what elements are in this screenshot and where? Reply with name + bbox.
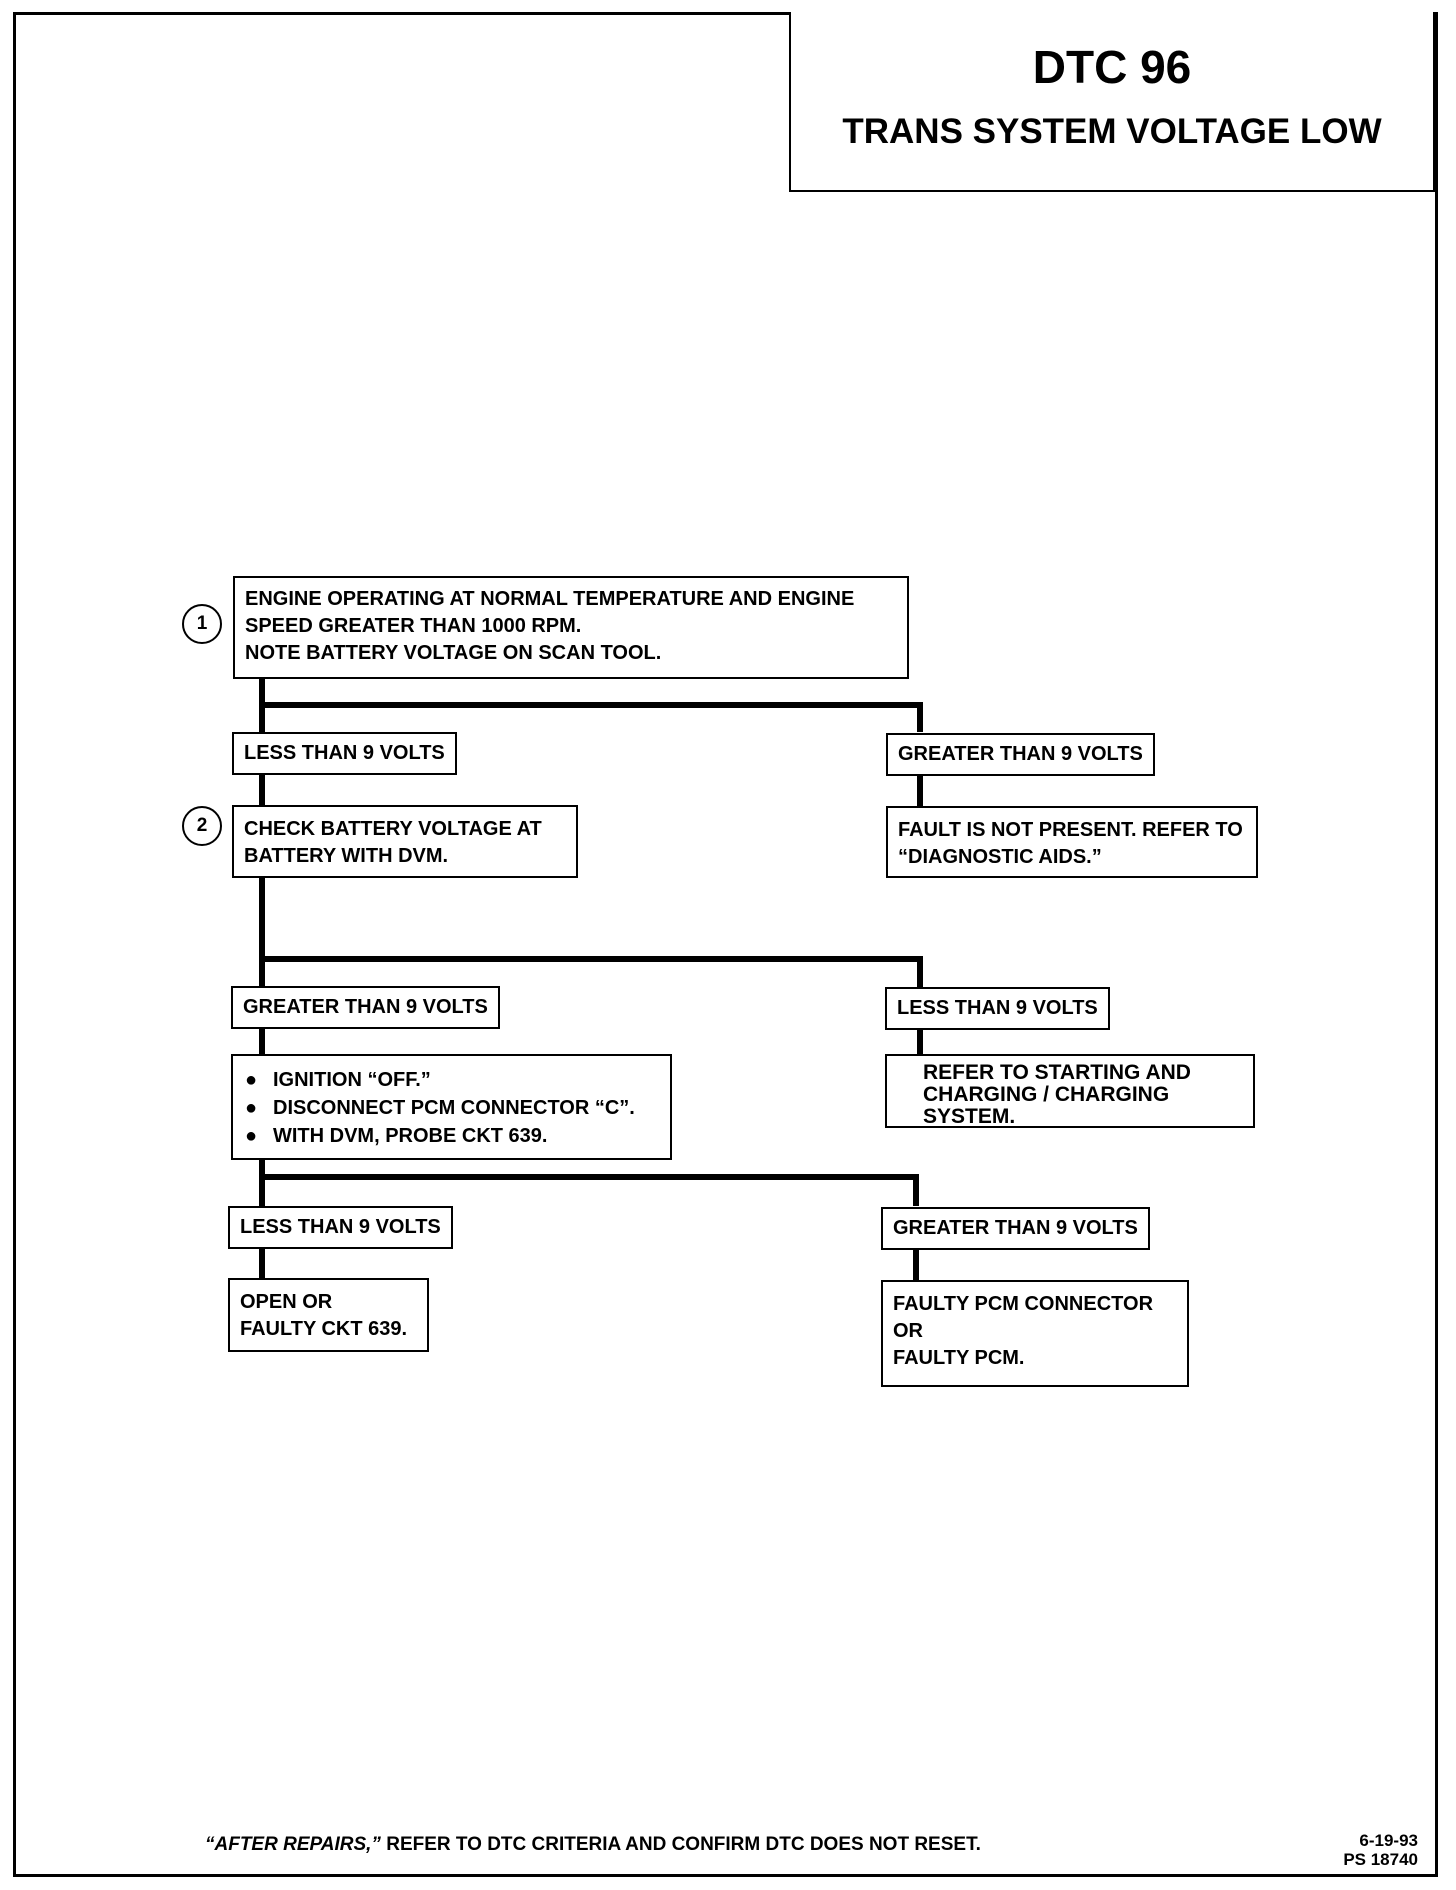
bullet-item: ● DISCONNECT PCM CONNECTOR “C”. [245,1094,658,1122]
result-2-right-box: REFER TO STARTING AND CHARGING / CHARGIN… [885,1054,1255,1128]
step-3-box: ● IGNITION “OFF.” ● DISCONNECT PCM CONNECT… [231,1054,672,1160]
bullet-text: DISCONNECT PCM CONNECTOR “C”. [273,1097,635,1119]
step-number-1: 1 [182,604,222,644]
step-number-2: 2 [182,806,222,846]
bullet-text: WITH DVM, PROBE CKT 639. [273,1125,548,1147]
connector-line [259,956,922,962]
connector-line [917,702,923,732]
connector-line [259,1248,265,1278]
connector-line [917,956,923,988]
branch-2-right-label: LESS THAN 9 VOLTS [885,987,1110,1030]
after-repairs-note: “AFTER REPAIRS,” REFER TO DTC CRITERIA A… [205,1834,981,1856]
bullet-text: IGNITION “OFF.” [273,1069,431,1091]
result-1-right-box: FAULT IS NOT PRESENT. REFER TO “DIAGNOST… [886,806,1258,878]
connector-line [259,702,922,708]
result-3-left-box: OPEN OR FAULTY CKT 639. [228,1278,429,1352]
bullet-dot: ● [245,1097,258,1119]
result-3-right-box: FAULTY PCM CONNECTOR OR FAULTY PCM. [881,1280,1189,1387]
branch-3-right-label: GREATER THAN 9 VOLTS [881,1207,1150,1250]
after-repairs-text: REFER TO DTC CRITERIA AND CONFIRM DTC DO… [380,1834,981,1855]
connector-line [259,678,265,738]
connector-line [917,1029,923,1055]
bullet-item: ● WITH DVM, PROBE CKT 639. [245,1122,658,1150]
bullet-dot: ● [245,1069,258,1091]
after-repairs-label: “AFTER REPAIRS,” [205,1834,381,1855]
dtc-code: DTC 96 [1032,41,1192,93]
title-block: DTC 96 TRANS SYSTEM VOLTAGE LOW [789,12,1435,192]
branch-1-left-label: LESS THAN 9 VOLTS [232,732,457,775]
bullet-item: ● IGNITION “OFF.” [245,1066,658,1094]
connector-line [259,1158,265,1206]
connector-line [259,1029,265,1055]
document-reference: 6-19-93 PS 18740 [1343,1831,1418,1869]
bullet-dot: ● [245,1125,258,1147]
connector-line [259,774,265,806]
dtc-title: TRANS SYSTEM VOLTAGE LOW [842,112,1382,151]
connector-line [259,876,265,988]
connector-line [917,776,923,808]
branch-3-left-label: LESS THAN 9 VOLTS [228,1206,453,1249]
figure-number: PS 18740 [1343,1850,1418,1869]
branch-2-left-label: GREATER THAN 9 VOLTS [231,986,500,1029]
revision-date: 6-19-93 [1359,1831,1418,1850]
connector-line [913,1250,919,1280]
page-frame [13,12,1438,1877]
connector-line [259,1174,918,1180]
branch-1-right-label: GREATER THAN 9 VOLTS [886,733,1155,776]
connector-line [913,1174,919,1206]
step-1-box: ENGINE OPERATING AT NORMAL TEMPERATURE A… [233,576,909,679]
step-2-box: CHECK BATTERY VOLTAGE AT BATTERY WITH DV… [232,805,578,878]
